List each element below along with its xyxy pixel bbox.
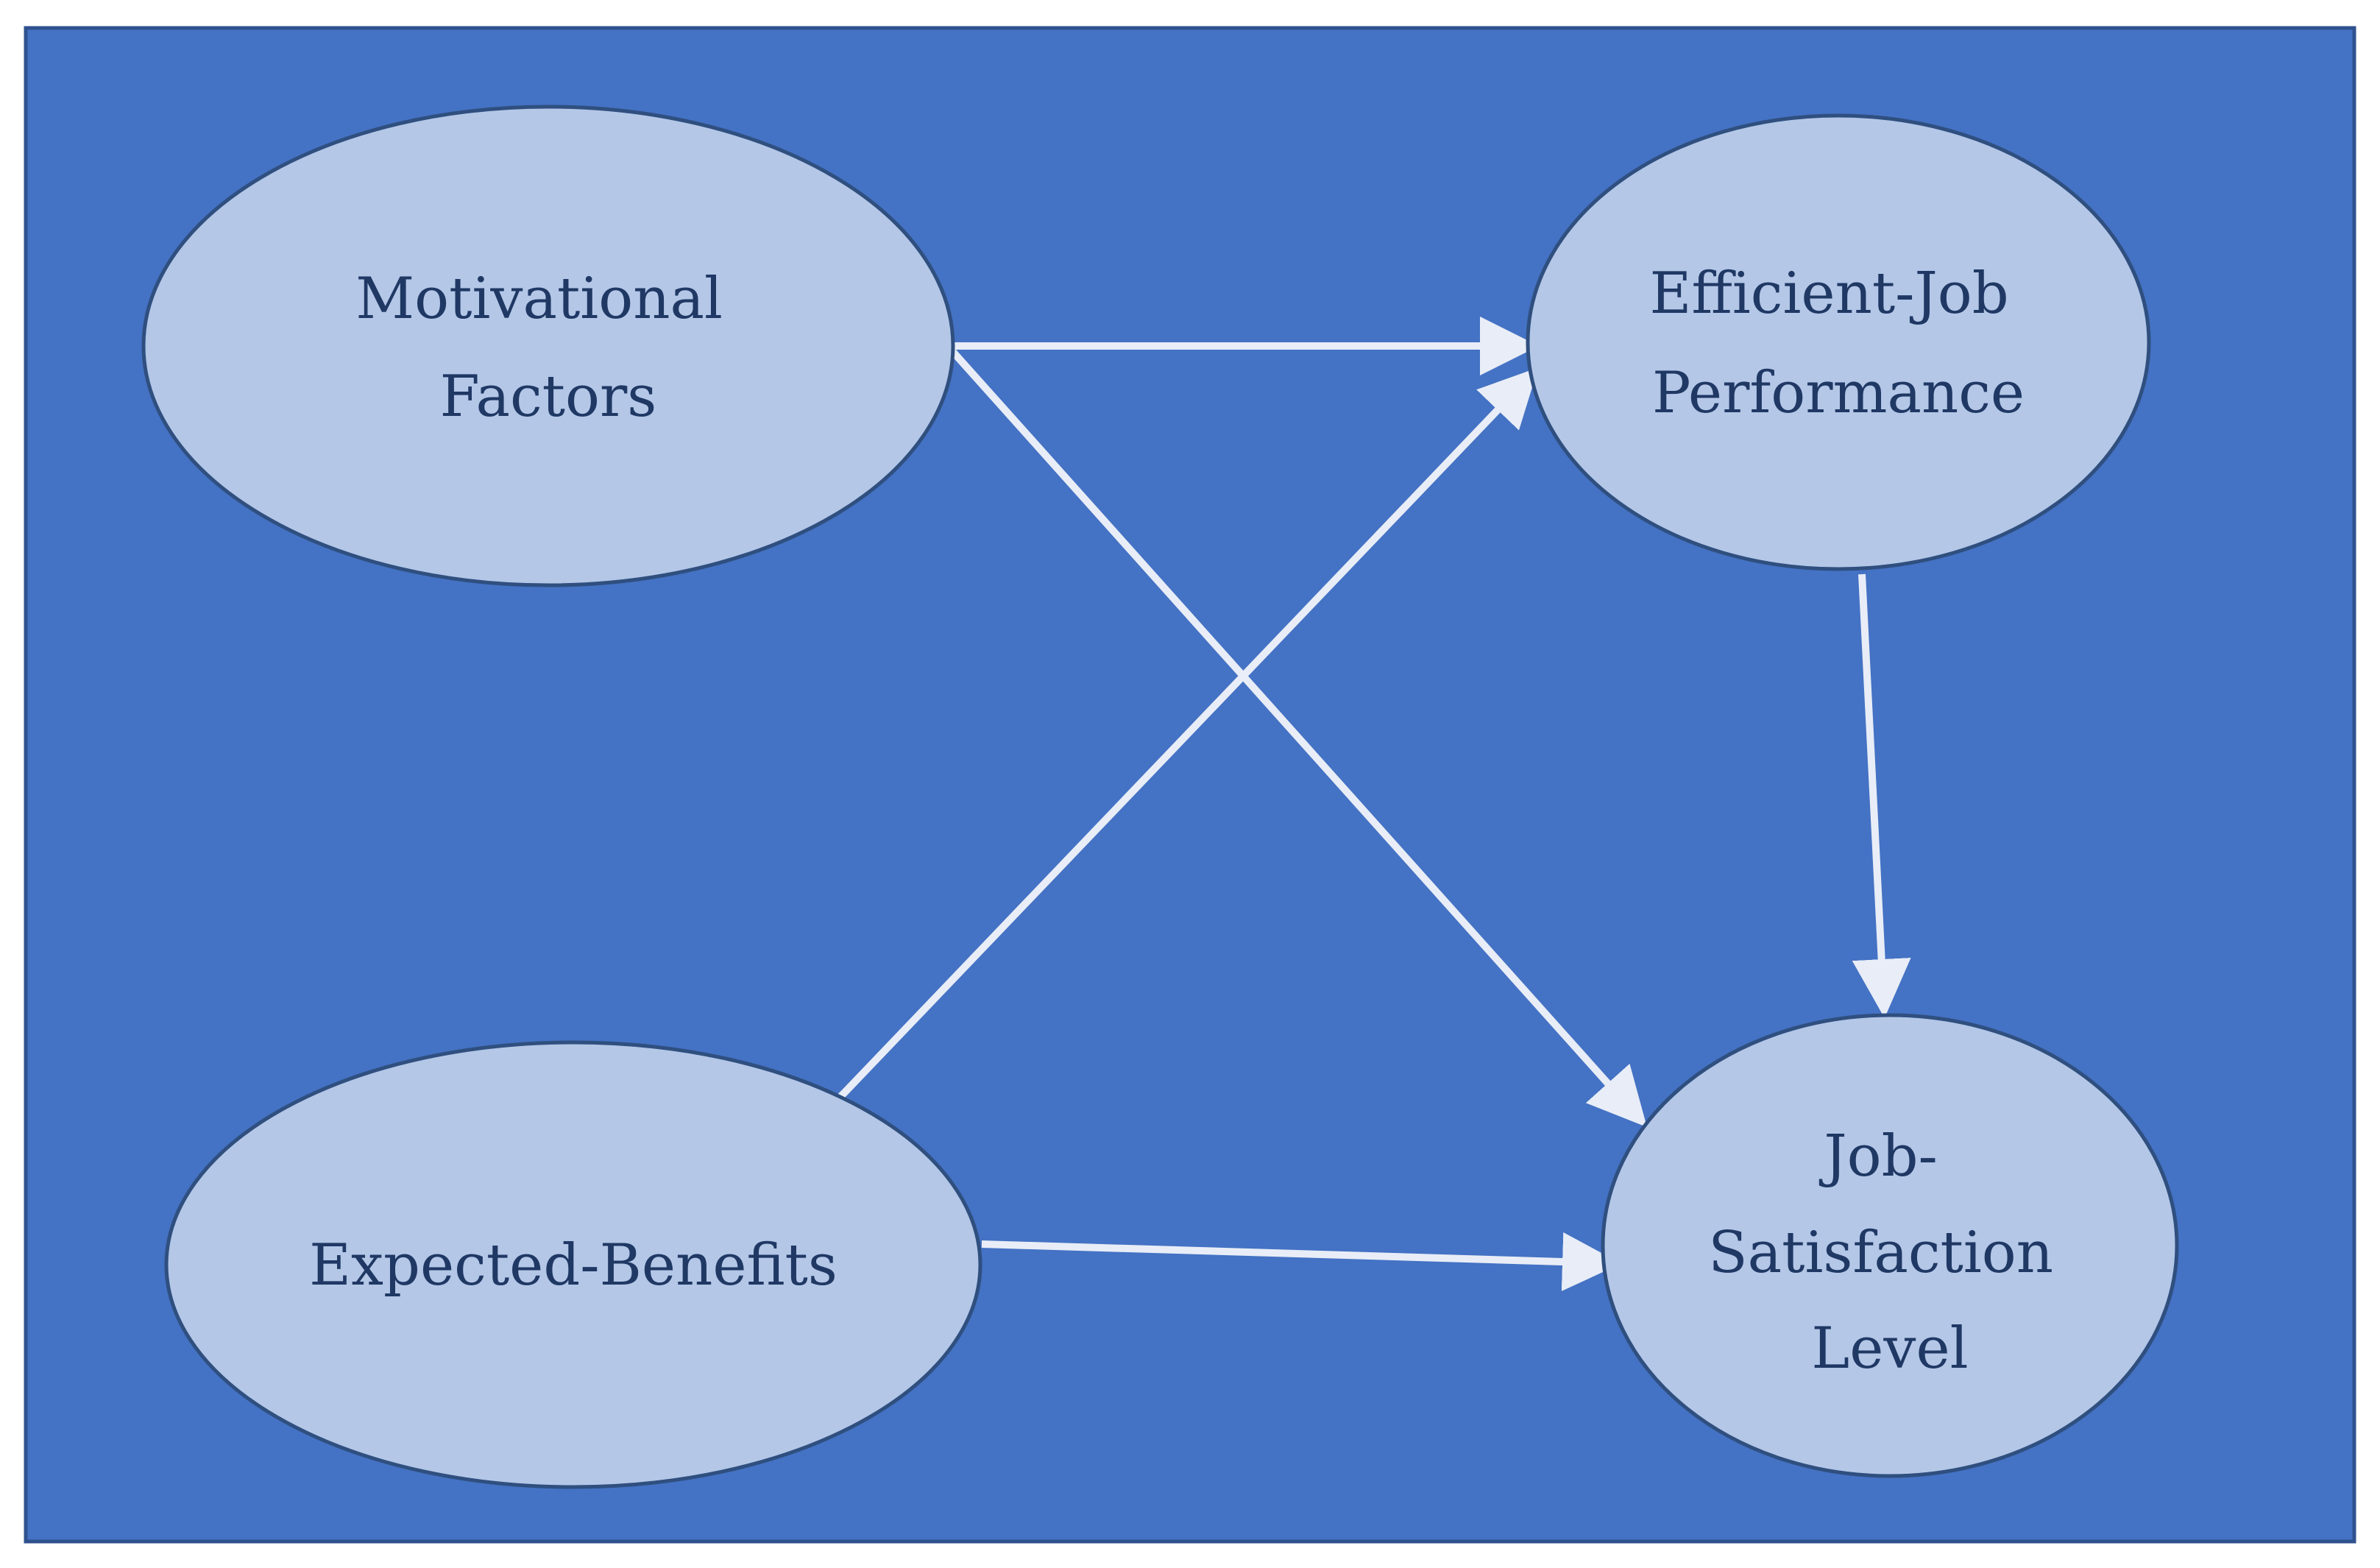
node-satisfaction-ellipse: [1601, 1013, 2179, 1478]
node-motivational-label: Motivational Factors: [355, 266, 740, 430]
node-satisfaction-line-2: Satisfaction: [1708, 1220, 2053, 1286]
node-satisfaction-label: Job- Satisfaction Level: [1708, 1123, 2072, 1382]
arrow-efficient-to-satisfaction: [1852, 573, 1911, 1018]
node-efficient-line-2: Performance: [1652, 360, 2025, 426]
node-motivational-line-1: Motivational: [355, 266, 723, 332]
node-motivational-factors: Motivational Factors: [141, 105, 955, 587]
node-expected-ellipse: [164, 1040, 982, 1489]
node-efficient-ellipse: [1526, 113, 2151, 571]
node-efficient-line-1: Efficient-Job: [1650, 261, 2009, 327]
edges: [837, 317, 1911, 1292]
node-expected-label: Expected-Benefits: [309, 1232, 837, 1299]
arrow-motivational-to-satisfaction: [950, 349, 1648, 1128]
node-expected-line-1: Expected-Benefits: [309, 1232, 837, 1299]
node-efficient-label: Efficient-Job Performance: [1650, 261, 2027, 426]
node-job-satisfaction-level: Job- Satisfaction Level: [1601, 1013, 2179, 1478]
arrow-expected-to-satisfaction: [981, 1232, 1621, 1292]
arrow-expected-to-efficient: [837, 367, 1539, 1100]
node-motivational-line-2: Factors: [440, 364, 657, 430]
node-satisfaction-line-1: Job-: [1818, 1123, 1938, 1190]
node-motivational-ellipse: [141, 105, 955, 587]
node-expected-benefits: Expected-Benefits: [164, 1040, 982, 1489]
node-satisfaction-line-3: Level: [1811, 1316, 1968, 1382]
node-efficient-job-performance: Efficient-Job Performance: [1526, 113, 2151, 571]
